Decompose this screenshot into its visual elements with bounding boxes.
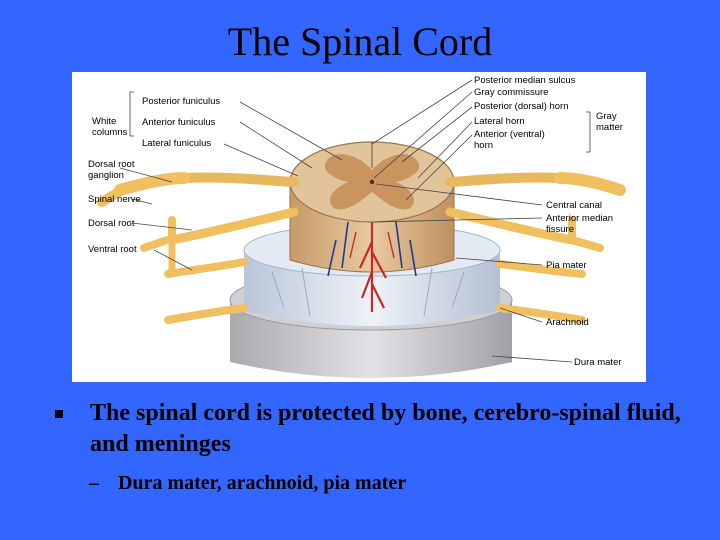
label-gray-matter-1: Gray (596, 111, 617, 122)
label-gray-commissure: Gray commissure (474, 87, 548, 98)
label-white-columns-1: White (92, 116, 116, 127)
label-posterior-funiculus: Posterior funiculus (142, 96, 220, 107)
label-spinal-nerve: Spinal nerve (88, 194, 141, 205)
label-central-canal: Central canal (546, 200, 602, 211)
label-anterior-median-fissure-1: Anterior median (546, 213, 613, 224)
spinal-cord-body (289, 141, 455, 312)
bullet-list: The spinal cord is protected by bone, ce… (52, 398, 702, 496)
label-dorsal-root: Dorsal root (88, 218, 135, 229)
label-pia-mater: Pia mater (546, 260, 587, 271)
label-lateral-funiculus: Lateral funiculus (142, 138, 211, 149)
central-canal-dot (369, 179, 375, 185)
square-bullet-icon (55, 410, 63, 418)
label-gray-matter-2: matter (596, 122, 623, 133)
label-anterior-funiculus: Anterior funiculus (142, 117, 216, 128)
label-lateral-horn: Lateral horn (474, 116, 525, 127)
label-white-columns-2: columns (92, 127, 128, 138)
slide-title: The Spinal Cord (227, 19, 493, 64)
label-dorsal-root-ganglion-2: ganglion (88, 170, 124, 181)
label-anterior-ventral-horn-2: horn (474, 140, 493, 151)
label-arachnoid: Arachnoid (546, 317, 589, 328)
bullet-item-main: The spinal cord is protected by bone, ce… (52, 398, 702, 460)
label-dorsal-root-ganglion-1: Dorsal root (88, 159, 135, 170)
label-anterior-median-fissure-2: fissure (546, 224, 574, 235)
label-ventral-root: Ventral root (88, 244, 137, 255)
label-posterior-dorsal-horn: Posterior (dorsal) horn (474, 101, 569, 112)
label-posterior-median-sulcus: Posterior median sulcus (474, 75, 576, 86)
bullet-main-text: The spinal cord is protected by bone, ce… (90, 400, 681, 457)
bullet-item-sub: – Dura mater, arachnoid, pia mater (52, 470, 702, 496)
dash-bullet-marker: – (89, 472, 99, 494)
spinal-cord-illustration: White columns Posterior funiculus Anteri… (88, 75, 626, 378)
nerve-roots (97, 172, 626, 324)
label-anterior-ventral-horn-1: Anterior (ventral) (474, 129, 545, 140)
spinal-cord-diagram: White columns Posterior funiculus Anteri… (72, 72, 646, 382)
bullet-sub-text: Dura mater, arachnoid, pia mater (118, 472, 407, 494)
label-dura-mater: Dura mater (574, 357, 622, 368)
label-leader-lines (119, 79, 591, 363)
